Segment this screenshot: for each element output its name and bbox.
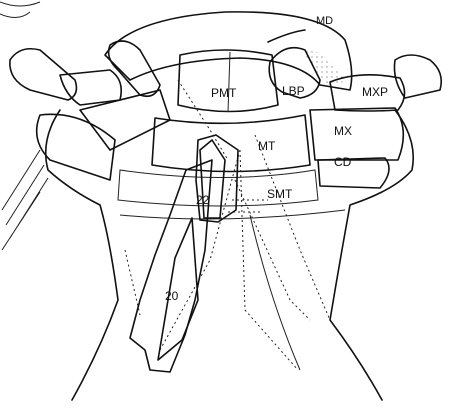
label-mxp: MXP <box>362 85 388 99</box>
central-plates <box>118 50 318 206</box>
label-22: 22 <box>196 193 210 207</box>
muscle-band-22 <box>196 135 238 222</box>
muscle-band-20 <box>130 160 212 372</box>
label-lbp: LBP <box>282 84 305 98</box>
edge-texture-top-left <box>0 2 40 18</box>
label-md: MD <box>316 15 333 27</box>
label-cd: CD <box>334 155 352 169</box>
label-20: 20 <box>165 289 179 303</box>
label-smt: SMT <box>267 187 293 201</box>
label-mt: MT <box>258 139 276 153</box>
edge-texture-left <box>2 150 48 250</box>
head-capsule <box>46 110 414 400</box>
mandible <box>105 12 352 90</box>
label-mx: MX <box>334 124 352 138</box>
label-pmt: PMT <box>211 86 237 100</box>
